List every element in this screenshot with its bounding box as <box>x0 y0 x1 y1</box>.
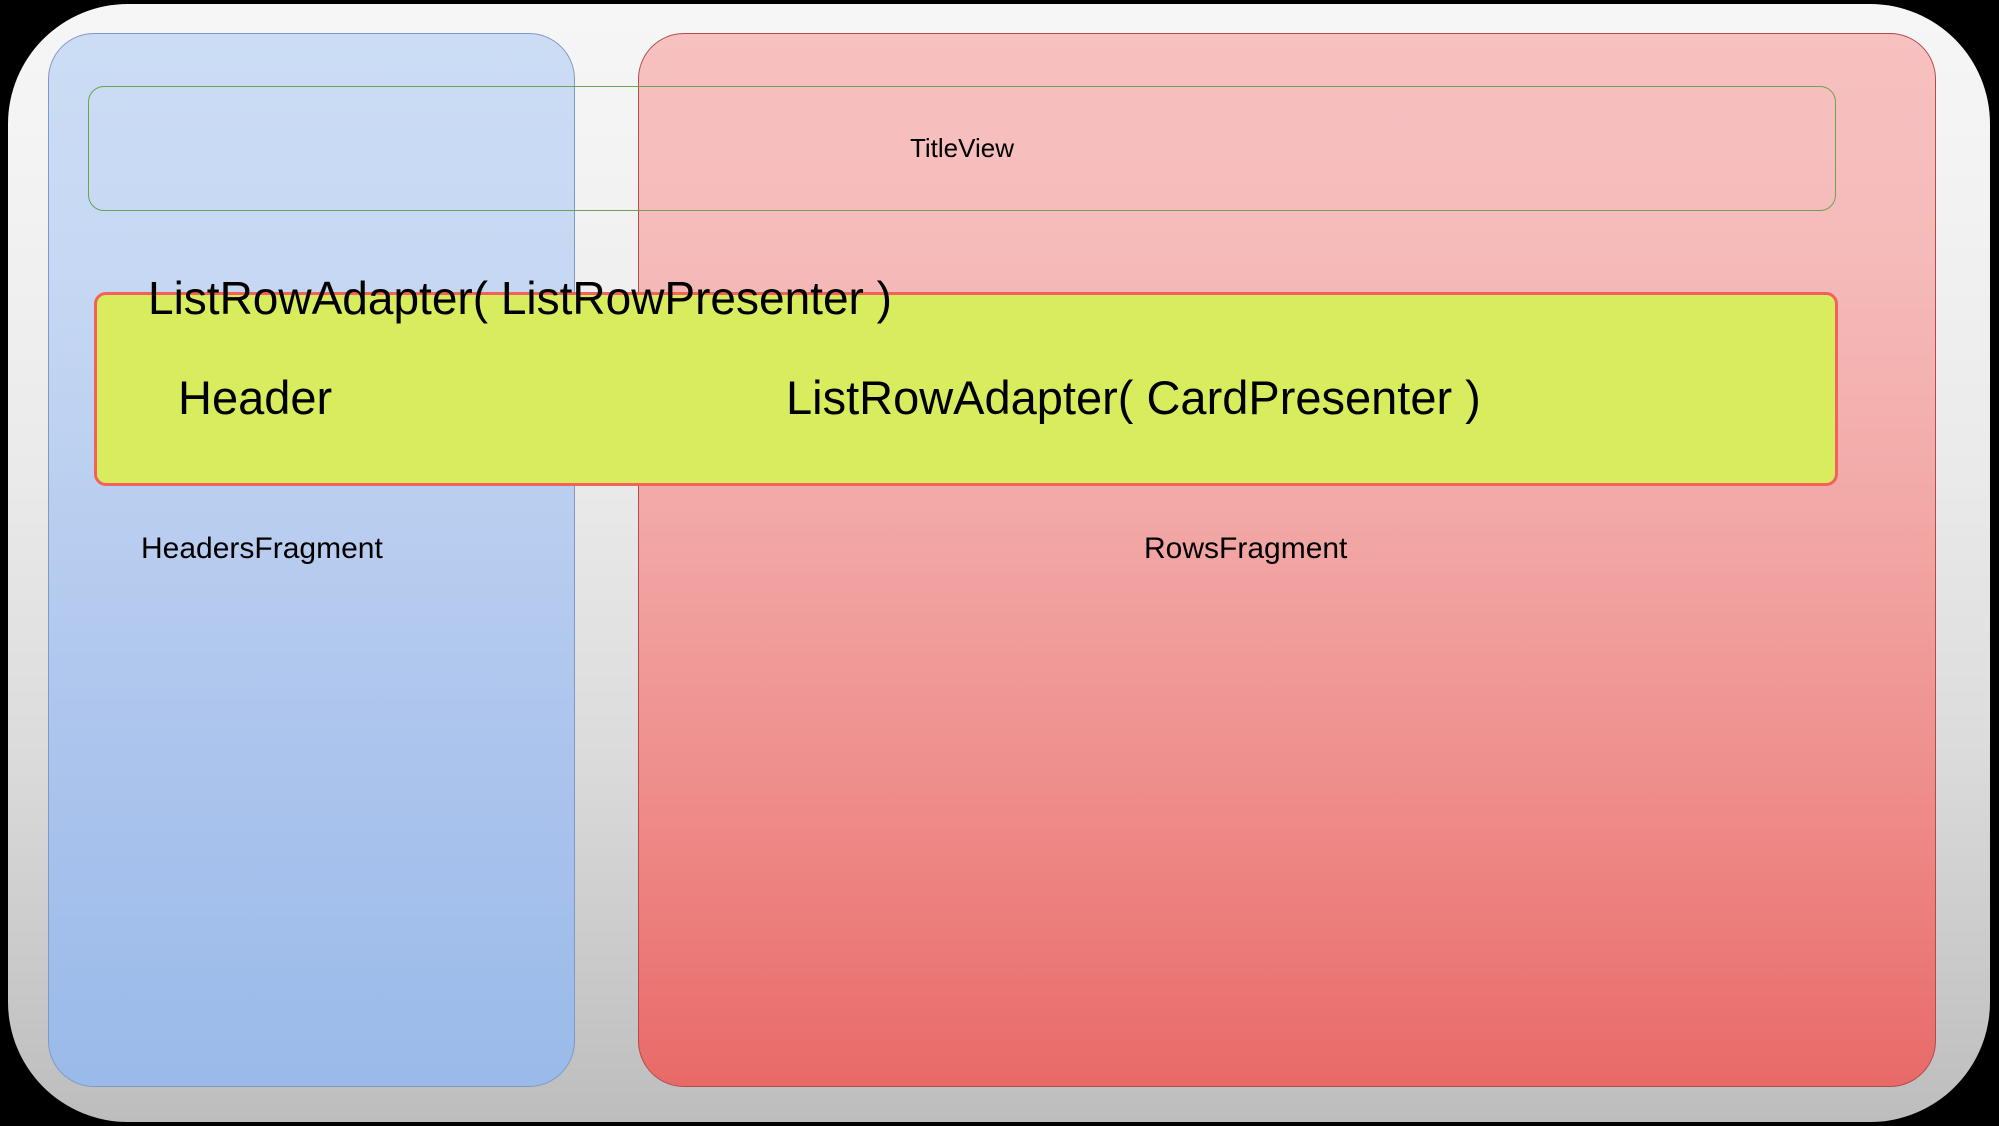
row-header-label: Header <box>178 371 333 424</box>
headers-fragment-panel <box>48 33 575 1087</box>
rows-fragment-panel <box>638 33 1936 1087</box>
headers-fragment-label: HeadersFragment <box>141 532 383 565</box>
rows-fragment-label: RowsFragment <box>1144 532 1348 565</box>
list-row-adapter-card-presenter-label: ListRowAdapter( CardPresenter ) <box>786 371 1481 424</box>
list-row-adapter-box <box>94 292 1838 486</box>
title-view-bar: TitleView <box>88 86 1836 211</box>
list-row-adapter-presenter-label: ListRowAdapter( ListRowPresenter ) <box>148 272 892 324</box>
title-view-label: TitleView <box>909 133 1015 163</box>
